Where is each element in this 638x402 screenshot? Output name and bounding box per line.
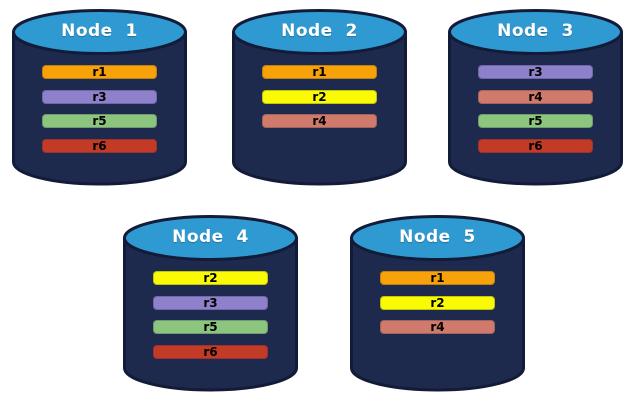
database-node: Node 4 r2 r3 r5 r6: [122, 214, 299, 392]
replica-bar: r1: [262, 65, 377, 79]
replica-bar: r1: [380, 271, 495, 285]
replica-bar: r1: [42, 65, 157, 79]
replica-bar: r4: [380, 320, 495, 334]
replica-label: r4: [312, 114, 327, 128]
replica-bar: r4: [478, 89, 593, 104]
node-label: Node 2: [281, 21, 358, 41]
replica-label: r6: [528, 138, 543, 153]
replica-label: r5: [203, 320, 218, 334]
replica-bar: r6: [153, 344, 268, 359]
replica-label: r6: [203, 344, 218, 359]
cylinder-top: [12, 9, 187, 55]
replica-bar: r5: [42, 114, 157, 128]
node-label: Node 4: [172, 227, 249, 247]
node-label: Node 3: [497, 21, 574, 41]
replica-label: r3: [203, 295, 218, 310]
replica-bar: r6: [478, 138, 593, 153]
replica-bar: r3: [42, 89, 157, 104]
replica-list: r1 r3 r5 r6: [42, 65, 157, 163]
replica-label: r4: [430, 320, 445, 334]
replica-label: r3: [528, 65, 543, 79]
replica-label: r2: [430, 295, 445, 310]
database-node: Node 2 r1 r2 r4: [231, 8, 408, 186]
cylinder-top: [448, 9, 623, 55]
database-node: Node 5 r1 r2 r4: [349, 214, 526, 392]
database-node: Node 1 r1 r3 r5 r6: [11, 8, 188, 186]
replica-list: r1 r2 r4: [380, 271, 495, 345]
replica-label: r4: [528, 89, 543, 104]
replica-label: r1: [312, 65, 327, 79]
replica-list: r3 r4 r5 r6: [478, 65, 593, 163]
replica-list: r1 r2 r4: [262, 65, 377, 139]
replica-label: r2: [312, 89, 327, 104]
replica-label: r3: [92, 89, 107, 104]
replica-bar: r6: [42, 138, 157, 153]
replica-bar: r2: [153, 271, 268, 285]
cylinder-top: [232, 9, 407, 55]
replica-label: r2: [203, 271, 218, 285]
node-label: Node 1: [61, 21, 138, 41]
replica-label: r6: [92, 138, 107, 153]
database-node: Node 3 r3 r4 r5 r6: [447, 8, 624, 186]
replica-bar: r2: [380, 295, 495, 310]
replica-label: r5: [528, 114, 543, 128]
replica-bar: r5: [478, 114, 593, 128]
replica-bar: r5: [153, 320, 268, 334]
replica-bar: r4: [262, 114, 377, 128]
node-label: Node 5: [399, 227, 476, 247]
replica-label: r1: [430, 271, 445, 285]
replica-bar: r2: [262, 89, 377, 104]
replica-bar: r3: [478, 65, 593, 79]
replica-label: r1: [92, 65, 107, 79]
replica-bar: r3: [153, 295, 268, 310]
replica-label: r5: [92, 114, 107, 128]
replica-list: r2 r3 r5 r6: [153, 271, 268, 369]
cylinder-top: [350, 215, 525, 261]
cylinder-top: [123, 215, 298, 261]
